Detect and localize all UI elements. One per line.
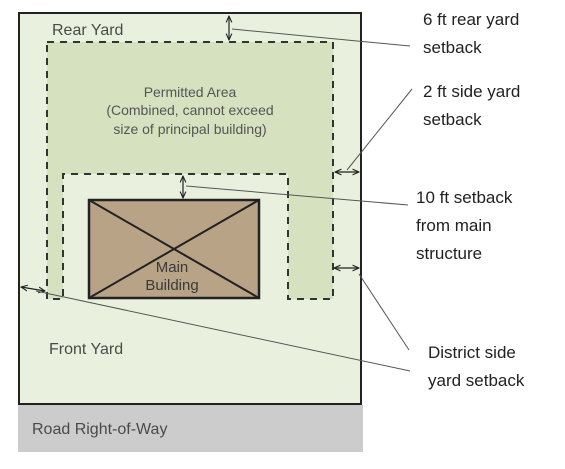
callout-main-line-2: from main	[416, 216, 492, 235]
leader-district-right	[358, 273, 410, 351]
building-cross-2	[88, 199, 260, 299]
callout-district-line-2: yard setback	[428, 371, 525, 390]
callout-main-line-1: 10 ft setback	[416, 188, 513, 207]
front-yard-label: Front Yard	[49, 341, 123, 358]
road-right-of-way	[18, 405, 363, 452]
permitted-area-line-3: size of principal building)	[113, 121, 266, 137]
callout-district-line-1: District side	[428, 343, 516, 362]
leader-district-left	[35, 290, 411, 372]
leader-rear-setback	[231, 28, 411, 47]
rear-yard-label: Rear Yard	[52, 22, 123, 39]
callout-rear-line-2: setback	[423, 38, 482, 57]
permitted-area-line-2: (Combined, cannot exceed	[106, 102, 273, 118]
main-building-line-2: Building	[145, 277, 198, 294]
district-setback-arrow-left	[21, 287, 45, 291]
leader-side-setback	[346, 88, 413, 171]
leader-main-setback	[185, 185, 409, 206]
callout-rear-line-1: 6 ft rear yard	[423, 10, 519, 29]
callout-side-line-1: 2 ft side yard	[423, 82, 520, 101]
permitted-area	[47, 42, 333, 299]
callout-side-line-2: setback	[423, 110, 482, 129]
main-building-line-1: Main	[156, 259, 189, 276]
callout-main-line-3: structure	[416, 244, 482, 263]
road-label: Road Right-of-Way	[32, 421, 167, 438]
permitted-area-line-1: Permitted Area	[144, 84, 237, 100]
